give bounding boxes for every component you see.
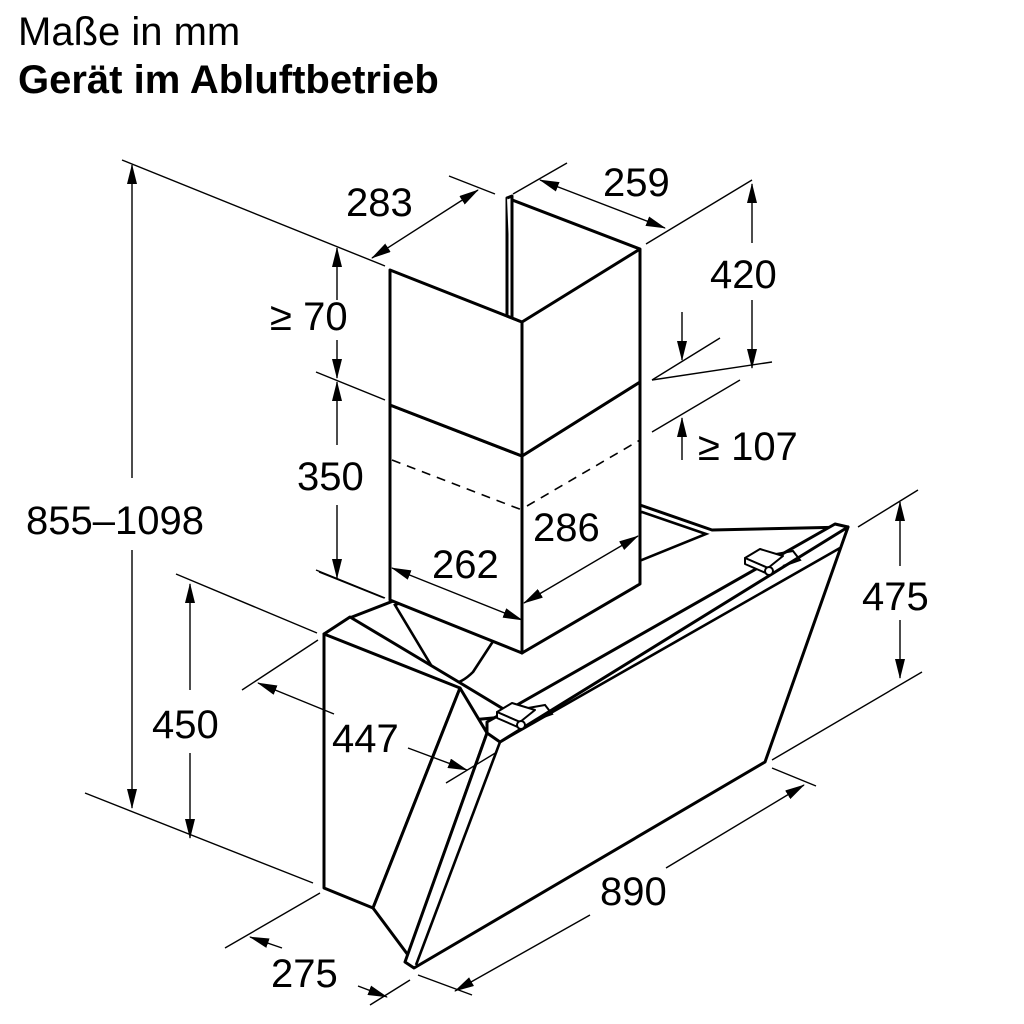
dim-lower-chimney-depth: 286 [533,506,600,550]
hinge-clip-left [496,702,554,730]
dim-upper-chimney-width: 259 [603,161,670,205]
dim-lower-chimney-width: 262 [432,543,499,587]
dim-hood-width: 890 [600,870,667,914]
units-subtitle: Maße in mm [18,10,241,54]
upper-chimney [388,194,642,458]
dim-lower-chimney-height: 350 [297,455,364,499]
dim-ceiling-gap-min: ≥ 70 [270,295,348,339]
dim-base-depth: 275 [271,952,338,996]
dim-glass-depth: 447 [332,717,399,761]
dim-total-height-range: 855–1098 [26,499,204,543]
dimension-labels: 283 259 420 ≥ 70 350 ≥ 107 855–1098 262 … [26,161,929,996]
dim-overlap-min: ≥ 107 [698,425,798,469]
hinge-clip-right [744,548,802,576]
dim-hood-height-side: 475 [862,575,929,619]
dim-upper-chimney-depth: 283 [346,181,413,225]
dim-upper-chimney-height: 420 [710,253,777,297]
dimension-lines [84,159,923,1006]
dim-body-height: 450 [152,703,219,747]
drawing-title: Gerät im Abluftbetrieb [18,58,439,102]
